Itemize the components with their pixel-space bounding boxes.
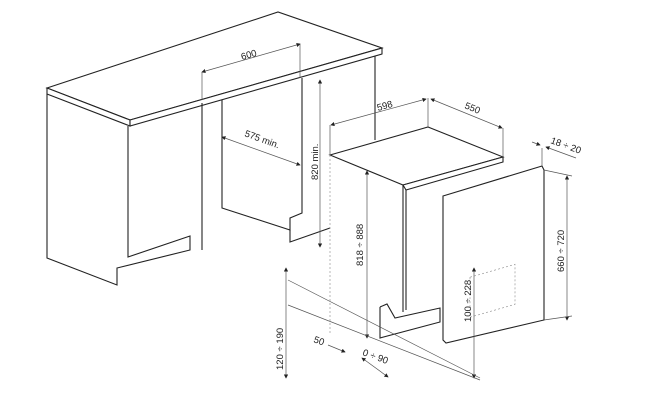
appliance-depth-dimension [430,98,503,129]
extension-line [287,279,481,379]
dishwasher [328,126,545,344]
dishwasher-foot [379,303,441,339]
label-door-height: 660 ÷ 720 [556,230,567,272]
label-niche-height: 820 min. [310,144,321,180]
label-appliance-width: 598 [376,99,394,114]
label-appliance-depth: 550 [463,101,482,117]
dishwasher-top-edge [402,156,504,191]
plinth-depth-dimension [327,344,346,353]
niche-plinth [289,227,331,243]
label-appliance-height: 818 ÷ 888 [355,224,366,266]
dishwasher-top [328,126,505,186]
door-hidden-outline [469,263,516,318]
niche-back-panel [221,78,303,231]
niche-width-dimension [201,42,301,74]
kitchen-cabinet [45,11,384,286]
extension-line [287,304,481,381]
extension-line [543,315,573,321]
left-cabinet [46,94,191,286]
door-thickness-dimension [545,146,577,159]
appliance-width-dimension [330,97,427,127]
label-plinth-offset: 0 ÷ 90 [361,347,390,366]
label-door-thickness: 18 ÷ 20 [549,135,582,156]
label-plinth-height: 120 ÷ 190 [275,328,286,370]
niche-depth-dimension [221,136,301,166]
plinth-offset-dimension [361,357,389,378]
label-door-offset: 100 ÷ 228 [463,280,474,322]
door-thickness-dimension [531,141,541,146]
label-plinth-depth: 50 [312,334,326,348]
dishwasher-door [442,165,545,344]
dimension-lines [201,42,577,381]
label-niche-width: 600 [240,48,258,63]
extension-line [543,169,573,177]
label-niche-depth: 575 min. [243,128,281,151]
